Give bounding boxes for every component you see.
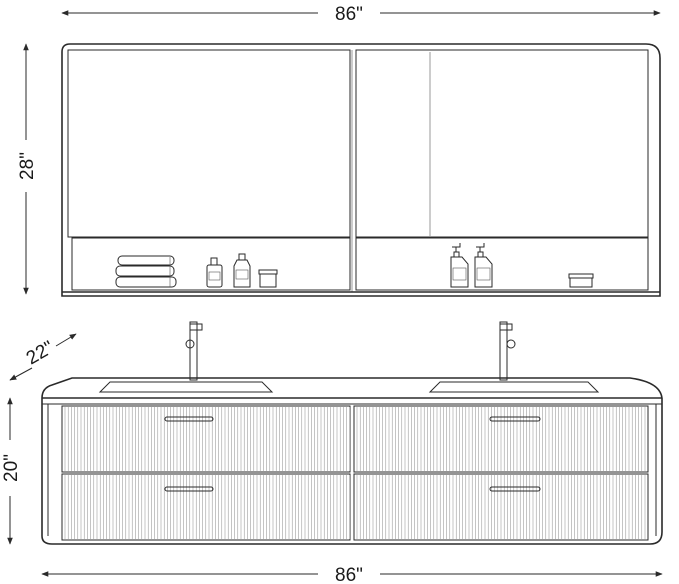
jar-icon	[258, 269, 278, 288]
mirror-cabinet	[61, 43, 661, 297]
depth-label: 22"	[23, 337, 58, 369]
towel-stack-icon	[115, 255, 177, 288]
soap-pump-icon	[474, 243, 493, 288]
drawer-handle[interactable]	[164, 416, 214, 422]
bottom-width-label: 86"	[335, 565, 363, 584]
mirror-height-dimension: 28"	[17, 43, 38, 295]
soap-pump-icon	[450, 243, 469, 288]
fluted-texture	[64, 407, 646, 539]
drawer-handle[interactable]	[489, 416, 541, 422]
faucet-icon	[185, 321, 203, 381]
bottle-icon	[206, 257, 223, 288]
top-width-label: 86"	[335, 4, 363, 25]
jar-icon	[568, 273, 594, 288]
bottom-width-dimension: 86"	[41, 565, 663, 584]
vanity-height-label: 20"	[1, 454, 22, 482]
vanity	[41, 377, 663, 545]
top-width-dimension: 86"	[61, 4, 661, 25]
bottle-icon	[233, 253, 251, 288]
drawer-handle[interactable]	[164, 486, 214, 492]
mirror-height-label: 28"	[17, 152, 38, 180]
depth-dimension: 22"	[9, 333, 77, 381]
vanity-height-dimension: 20"	[1, 397, 22, 545]
faucet-icon	[499, 321, 516, 381]
drawer-handle[interactable]	[489, 486, 541, 492]
